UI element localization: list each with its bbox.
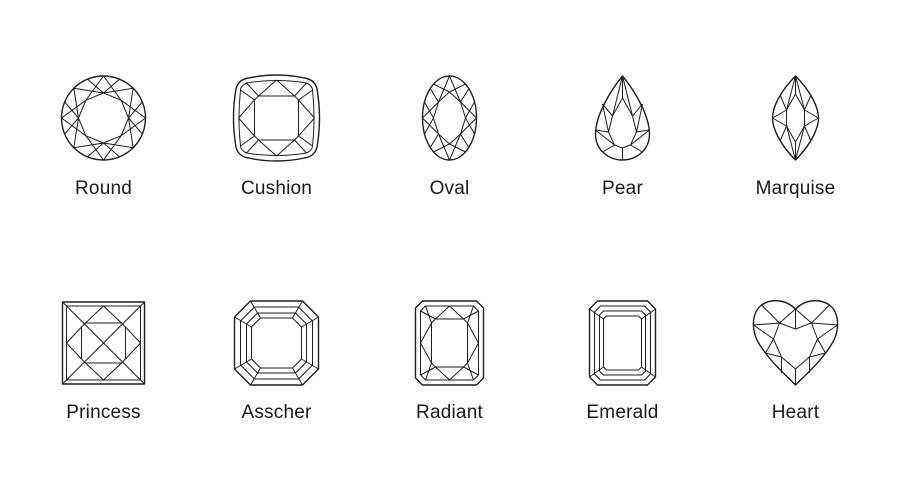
- marquise-diamond-icon: [709, 70, 882, 165]
- shape-option-princess[interactable]: Princess: [17, 295, 190, 495]
- shape-label-marquise: Marquise: [755, 178, 836, 199]
- asscher-diamond-icon: [190, 295, 363, 390]
- pear-diamond-icon: [536, 70, 709, 165]
- radiant-diamond-icon: [363, 295, 536, 390]
- heart-diamond-icon: [709, 295, 882, 390]
- shape-option-radiant[interactable]: Radiant: [363, 295, 536, 495]
- emerald-diamond-icon: [536, 295, 709, 390]
- shape-label-asscher: Asscher: [241, 402, 312, 423]
- shape-option-heart[interactable]: Heart: [709, 295, 882, 495]
- princess-diamond-icon: [17, 295, 190, 390]
- cushion-diamond-icon: [190, 70, 363, 165]
- shape-option-cushion[interactable]: Cushion: [190, 70, 363, 270]
- shape-option-emerald[interactable]: Emerald: [536, 295, 709, 495]
- shape-label-round: Round: [75, 178, 132, 199]
- shape-option-asscher[interactable]: Asscher: [190, 295, 363, 495]
- shape-label-oval: Oval: [429, 178, 470, 199]
- round-diamond-icon: [17, 70, 190, 165]
- shape-label-heart: Heart: [771, 402, 820, 423]
- shape-option-marquise[interactable]: Marquise: [709, 70, 882, 270]
- oval-diamond-icon: [363, 70, 536, 165]
- shape-option-pear[interactable]: Pear: [536, 70, 709, 270]
- shape-label-emerald: Emerald: [586, 402, 659, 423]
- shape-option-round[interactable]: Round: [17, 70, 190, 270]
- shape-label-radiant: Radiant: [416, 402, 483, 423]
- diamond-shape-grid: Round: [17, 0, 883, 500]
- shape-label-princess: Princess: [66, 402, 141, 423]
- shape-label-cushion: Cushion: [240, 178, 313, 199]
- shape-label-pear: Pear: [602, 178, 643, 199]
- shape-option-oval[interactable]: Oval: [363, 70, 536, 270]
